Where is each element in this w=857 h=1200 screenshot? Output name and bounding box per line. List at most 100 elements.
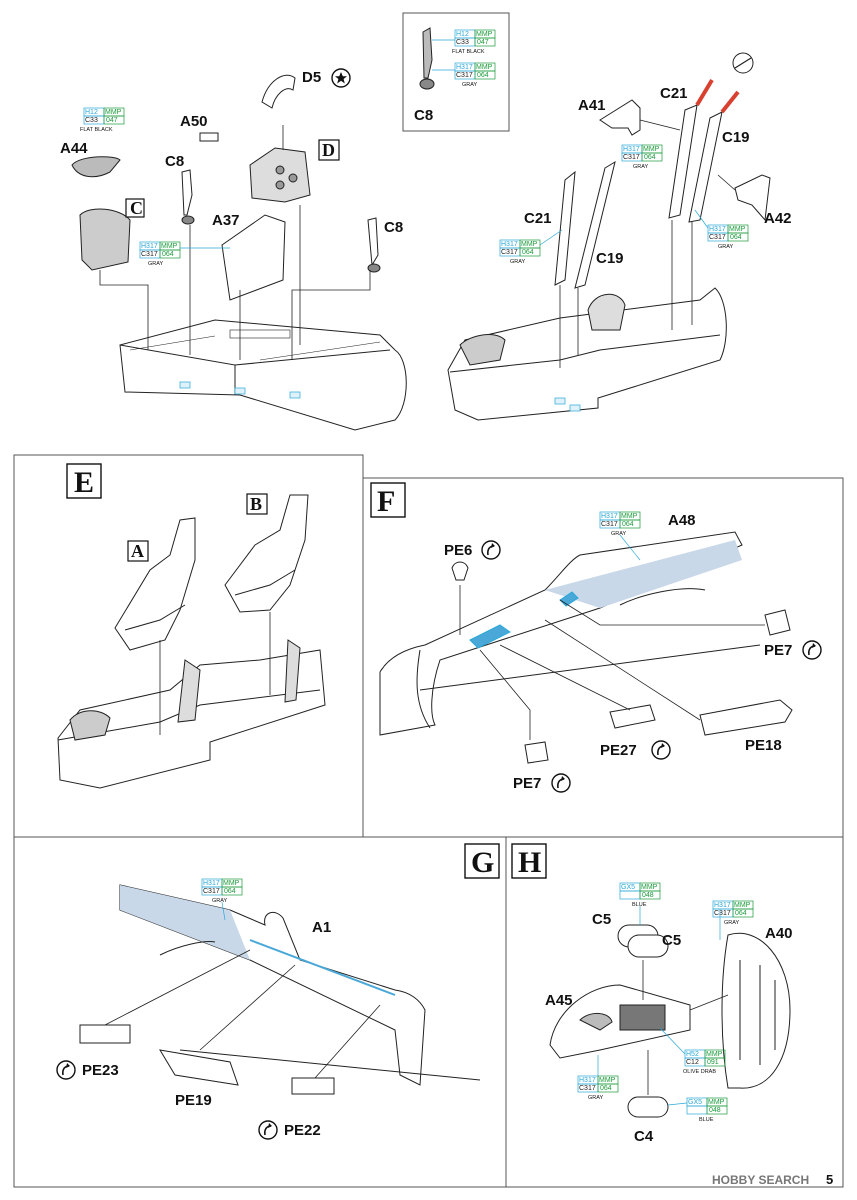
paint-num-label: 064 (622, 521, 634, 528)
paint-mmp-label: MMP (599, 1077, 616, 1084)
callout-c: C (130, 198, 143, 218)
paint-code-a42: H317 MMP C317 064 GRAY (694, 209, 749, 250)
seat-b (224, 494, 309, 613)
part-label-c21: C21 (660, 85, 688, 102)
paint-mmp-label: MMP (621, 513, 638, 520)
part-label-pe7: PE7 (513, 775, 541, 792)
paint-color-name: FLAT BLACK (452, 49, 485, 55)
paint-num-label: 047 (477, 39, 489, 46)
paint-c-label: C317 (601, 521, 618, 528)
paint-h-label: H317 (456, 64, 473, 71)
bend-icon (651, 740, 671, 760)
part-label-c8: C8 (165, 153, 184, 170)
part-label-c8: C8 (384, 219, 403, 236)
paint-color-name: GRAY (510, 259, 526, 265)
pe-parts-g (79, 1024, 335, 1095)
part-label-a41: A41 (578, 97, 606, 114)
fuselage-half-f (379, 531, 761, 736)
part-label-pe22: PE22 (284, 1122, 321, 1139)
paint-code-a40: H317 MMP C317 064 GRAY (712, 900, 754, 940)
paint-h-label: H317 (623, 146, 640, 153)
part-label-pe19: PE19 (175, 1092, 212, 1109)
bracket-a42 (734, 174, 771, 222)
bend-icon (258, 1120, 278, 1140)
fuselage-half-g (119, 884, 481, 1086)
assembly-lines-g (104, 949, 381, 1079)
paint-num-label: 064 (224, 888, 236, 895)
paint-code-a48: H317 MMP C317 064 GRAY (599, 511, 641, 561)
pe-parts-f (451, 561, 793, 764)
paint-num-label: 064 (162, 251, 174, 258)
bottles-c5 (617, 924, 669, 958)
paint-code-olive: H52 MMP C12 091 OLIVE DRAB (659, 1027, 726, 1075)
part-label-a50: A50 (180, 113, 208, 130)
paint-c-label: C317 (714, 910, 731, 917)
paint-c-label: C317 (203, 888, 220, 895)
paint-c-label: C12 (686, 1059, 699, 1066)
paint-num-label: 064 (477, 72, 489, 79)
paint-code-a37: H317 MMP C317 064 GRAY (139, 241, 230, 267)
paint-color-name: GRAY (462, 82, 478, 88)
bend-icon (56, 1060, 76, 1080)
paint-h-label: H317 (601, 513, 618, 520)
paint-code-a45: H317 MMP C317 064 GRAY (577, 1055, 619, 1101)
paint-h-label: H12 (456, 31, 469, 38)
panel-a44-part (71, 156, 131, 271)
part-label-pe27: PE27 (600, 742, 637, 759)
paint-mmp-label: MMP (643, 146, 660, 153)
paint-mmp-label: MMP (521, 241, 538, 248)
paint-c-label: C33 (85, 117, 98, 124)
paint-color-name: GRAY (148, 261, 164, 267)
paint-color-name: GRAY (633, 164, 649, 170)
part-label-c5: C5 (662, 932, 681, 949)
part-label-a48: A48 (668, 512, 696, 529)
paint-h-label: H317 (714, 902, 731, 909)
part-label-c8: C8 (414, 107, 433, 124)
assembly-lines-f (459, 585, 765, 740)
paint-num-label: 064 (600, 1085, 612, 1092)
step-e-label: E (74, 466, 94, 499)
paint-color-name: GRAY (212, 898, 228, 904)
paint-color-name: GRAY (724, 920, 740, 926)
part-label-c5: C5 (592, 911, 611, 928)
assembly-lines-e (159, 612, 271, 735)
paint-mmp-label: MMP (706, 1051, 723, 1058)
assembly-lines-h (642, 960, 729, 1095)
stick-c8-shapes (181, 169, 381, 273)
paint-mmp-label: MMP (476, 31, 493, 38)
paint-c-label: C33 (456, 39, 469, 46)
paint-code-c5: GX5 MMP 048 BLUE (619, 882, 661, 925)
assembly-lines-right (559, 119, 736, 368)
assembly-lines-left (99, 125, 371, 360)
paint-h-label: H52 (686, 1051, 699, 1058)
paint-color-name: BLUE (632, 902, 647, 908)
part-label-d5: D5 (302, 69, 321, 86)
part-label-a45: A45 (545, 992, 573, 1009)
paint-h-label: H317 (141, 243, 158, 250)
page-number: 5 (826, 1172, 833, 1187)
paint-h-label: GX5 (688, 1099, 702, 1106)
step-f-label: F (377, 485, 395, 518)
cockpit-tub-left (119, 319, 407, 431)
bend-icon (802, 640, 822, 660)
paint-mmp-label: MMP (729, 226, 746, 233)
paint-c-label: C317 (579, 1085, 596, 1092)
part-label-a37: A37 (212, 212, 240, 229)
paint-mmp-label: MMP (641, 884, 658, 891)
paint-mmp-label: MMP (223, 880, 240, 887)
paint-color-name: GRAY (588, 1095, 604, 1101)
a37-panel-shape (221, 214, 286, 301)
paint-color-name: GRAY (611, 531, 627, 537)
part-label-c4: C4 (634, 1128, 654, 1145)
part-label-pe23: PE23 (82, 1062, 119, 1079)
paint-num-label: 048 (642, 892, 654, 899)
instrument-panel-d (249, 147, 311, 203)
paint-num-label: 064 (735, 910, 747, 917)
paint-mmp-label: MMP (105, 109, 122, 116)
part-label-c19: C19 (722, 129, 750, 146)
rails-c21-c19 (554, 78, 740, 289)
callout-b: B (250, 494, 262, 514)
paint-num-label: 091 (707, 1059, 719, 1066)
watermark-text: HOBBY SEARCH (712, 1173, 809, 1187)
paint-code-c4: GX5 MMP 048 BLUE (667, 1097, 728, 1123)
